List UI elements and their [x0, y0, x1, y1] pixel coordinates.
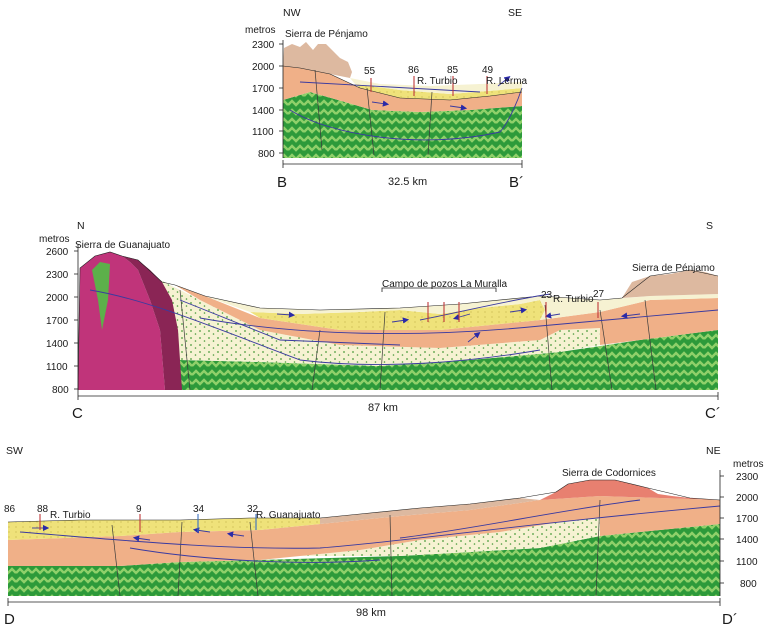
dotted-fill-layer [160, 280, 600, 366]
basement-fold-layer [8, 524, 720, 596]
scale-label: 32.5 km [388, 176, 427, 188]
scale-label: 87 km [368, 402, 398, 414]
basement-fold-layer [283, 92, 522, 158]
elevation-ticks-c [74, 244, 79, 392]
section-end-right: D´ [722, 611, 738, 628]
field-label: Campo de pozos La Muralla [382, 279, 508, 290]
scale-label: 98 km [356, 607, 386, 619]
direction-se: SE [508, 7, 522, 19]
well-label: 32 [247, 504, 259, 515]
section-b: NW SE metros 2300 2000 1700 1400 1100 80… [245, 7, 528, 191]
elev-label: 1400 [252, 106, 275, 117]
river-label: R. Turbio [417, 76, 458, 87]
river-label: R. Turbio [50, 510, 91, 521]
elev-label: 800 [740, 579, 757, 590]
elev-label: 1100 [252, 127, 274, 138]
unit-label: metros [39, 234, 70, 245]
section-end-right: B´ [509, 174, 524, 191]
intrusive-maroon-layer [122, 256, 182, 390]
range-label-right: Sierra de Pénjamo [632, 263, 715, 274]
elev-label: 1100 [736, 557, 758, 568]
river-label: R. Lerma [486, 76, 528, 87]
range-volcanic-layer [283, 42, 352, 78]
range-label: Sierra de Codornices [562, 468, 656, 479]
basement-fold-layer [180, 330, 718, 390]
direction-sw: SW [6, 445, 23, 457]
elev-label: 2000 [736, 493, 759, 504]
well-label: 85 [447, 65, 459, 76]
green-lenses [92, 262, 110, 330]
well-label: 49 [482, 65, 494, 76]
elev-label: 1400 [736, 535, 759, 546]
elev-label: 1700 [252, 84, 275, 95]
elevation-ticks-b [279, 40, 284, 158]
elev-label: 2300 [46, 270, 69, 281]
well-label: 86 [408, 65, 420, 76]
direction-nw: NW [283, 7, 301, 19]
section-c: N S metros 2600 2300 2000 1700 1400 1100… [39, 220, 721, 422]
well-label: 34 [193, 504, 205, 515]
direction-ne: NE [706, 445, 721, 457]
well-label: 9 [136, 504, 142, 515]
elev-label: 2300 [252, 40, 275, 51]
elev-label: 2600 [46, 247, 69, 258]
yellow-fill-layer [8, 518, 320, 540]
elev-label: 800 [52, 385, 69, 396]
elev-label: 800 [258, 149, 275, 160]
river-label: R. Guanajuato [256, 510, 321, 521]
section-end-left: B [277, 174, 287, 191]
yellow-fill-layer [355, 84, 522, 100]
elev-label: 1400 [46, 339, 69, 350]
elev-label: 2000 [46, 293, 69, 304]
section-end-left: D [4, 611, 15, 628]
range-volcanic-layer [540, 480, 720, 500]
section-d: SW NE metros 2300 2000 1700 1400 1100 80… [4, 445, 764, 628]
upper-fill-layer [320, 498, 540, 524]
elev-label: 2300 [736, 472, 759, 483]
elev-label: 1100 [46, 362, 68, 373]
well-label: 86 [4, 504, 16, 515]
well-label: 27 [593, 289, 605, 300]
direction-s: S [706, 220, 713, 232]
river-label: R. Turbio [553, 294, 594, 305]
range-label-left: Sierra de Guanajuato [75, 240, 171, 251]
unit-label: metros [245, 25, 276, 36]
salmon-layer [283, 66, 522, 112]
well-label: 55 [364, 66, 376, 77]
direction-n: N [77, 220, 85, 232]
salmon-layer [175, 285, 718, 348]
elevation-ticks-d [719, 470, 724, 596]
elev-label: 1700 [736, 514, 759, 525]
upper-fill-layer [205, 294, 718, 320]
range-volcanic-layer [622, 270, 718, 298]
section-end-right: C´ [705, 405, 721, 422]
well-label: 88 [37, 504, 49, 515]
section-end-left: C [72, 405, 83, 422]
salmon-layer [8, 496, 720, 566]
unit-label: metros [733, 459, 764, 470]
range-label: Sierra de Pénjamo [285, 29, 368, 40]
yellow-fill-layer [250, 300, 545, 330]
elev-label: 1700 [46, 316, 69, 327]
upper-fill-layer [350, 78, 522, 94]
well-label: 23 [541, 290, 553, 301]
elev-label: 2000 [252, 62, 275, 73]
